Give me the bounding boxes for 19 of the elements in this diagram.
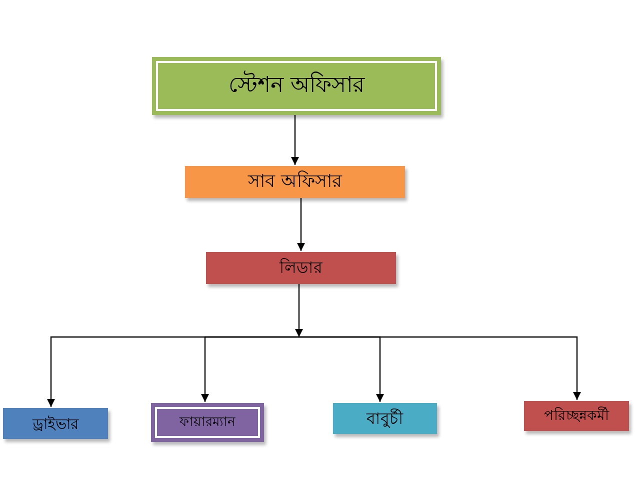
process-box: [3, 408, 108, 439]
role-label: ড্রাইভার: [32, 414, 78, 432]
role-label: লিডার: [280, 258, 322, 278]
process-box: [185, 166, 405, 198]
connector-arrow: [295, 284, 303, 337]
arrow: [201, 336, 299, 402]
process-box: [151, 403, 264, 442]
arrow: [299, 336, 581, 400]
arrow: [297, 198, 305, 251]
process-box: [152, 57, 441, 115]
role-label: ফায়ারম্যান: [180, 414, 236, 430]
role-label: স্টেশন অফিসার: [228, 72, 364, 100]
process-box: [206, 252, 396, 284]
role-label: পরিচ্ছন্নকর্মী: [544, 408, 609, 424]
role-label: বাবুর্চী: [366, 408, 404, 428]
process-box: [524, 401, 629, 431]
arrow: [291, 115, 299, 165]
process-box: [333, 403, 437, 434]
role-label: সাব অফিসার: [248, 171, 342, 193]
